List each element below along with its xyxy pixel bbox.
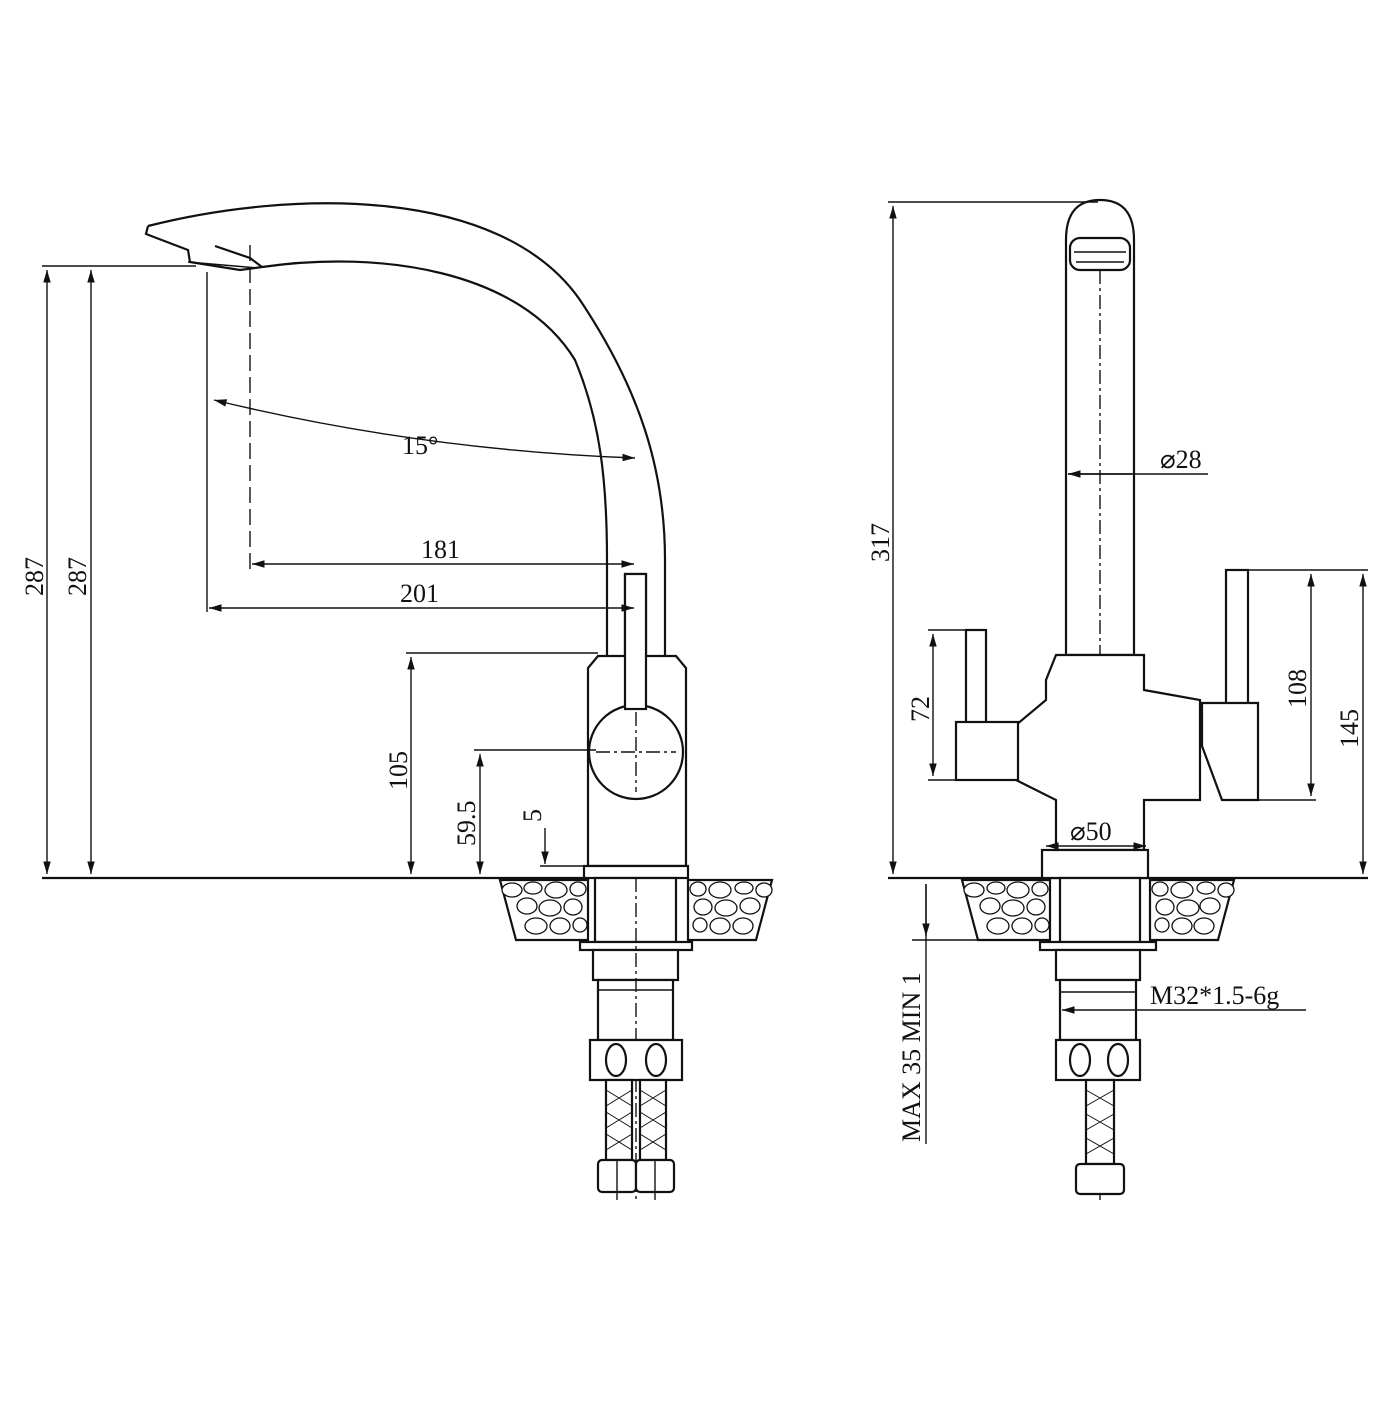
front-right-valve [1200,701,1260,802]
front-aerator [1068,236,1132,272]
front-stone-left [960,878,1052,942]
dim-angle-arc [213,399,636,462]
dim-m32-label: M32*1.5-6g [1150,981,1279,1010]
front-base-ring [1040,848,1150,880]
dim-287-outer-label: 287 [20,557,49,596]
dim-201-label: 201 [400,579,439,608]
dim-59-label: 59.5 [452,801,481,847]
dim-72-label: 72 [906,696,935,722]
dim-50-label: ⌀50 [1070,817,1112,846]
front-shank [1058,876,1142,944]
front-view: 317 ⌀28 72 108 145 ⌀50 M32*1.5-6g MAX 35… [866,198,1368,1200]
dim-181-label: 181 [421,535,460,564]
dim-317-label: 317 [866,523,895,562]
side-aerator-line [187,261,259,269]
front-nut [1054,948,1142,982]
side-stone-left [498,878,590,942]
side-hose-right [638,1078,668,1162]
dim-5-label: 5 [518,809,547,822]
side-view: 287 287 15° 181 201 105 59.5 5 [20,202,774,1200]
side-spout-tip [144,225,265,272]
dim-108-label: 108 [1283,669,1312,708]
front-washer [1038,940,1158,952]
side-body-ring [582,864,690,880]
dim-145-label: 145 [1335,709,1364,748]
front-right-lever [1224,568,1250,712]
dim-105-label: 105 [384,751,413,790]
side-lever-top [623,572,648,711]
front-left-lever [964,628,988,730]
side-hose-nuts [596,1158,676,1200]
side-spout-inner [261,260,609,660]
dim-28-label: ⌀28 [1160,445,1202,474]
side-stone-right [686,878,774,942]
dim-287-inner-label: 287 [63,557,92,596]
side-hose-left [604,1078,634,1162]
side-hex-fitting [588,1038,684,1082]
front-left-valve [954,720,1020,782]
front-stone-right [1148,878,1236,942]
front-hose [1074,1078,1126,1196]
dim-angle-label: 15° [402,431,438,460]
side-spout-outer [147,202,667,660]
dim-counter-label: MAX 35 MIN 1 [897,972,926,1142]
